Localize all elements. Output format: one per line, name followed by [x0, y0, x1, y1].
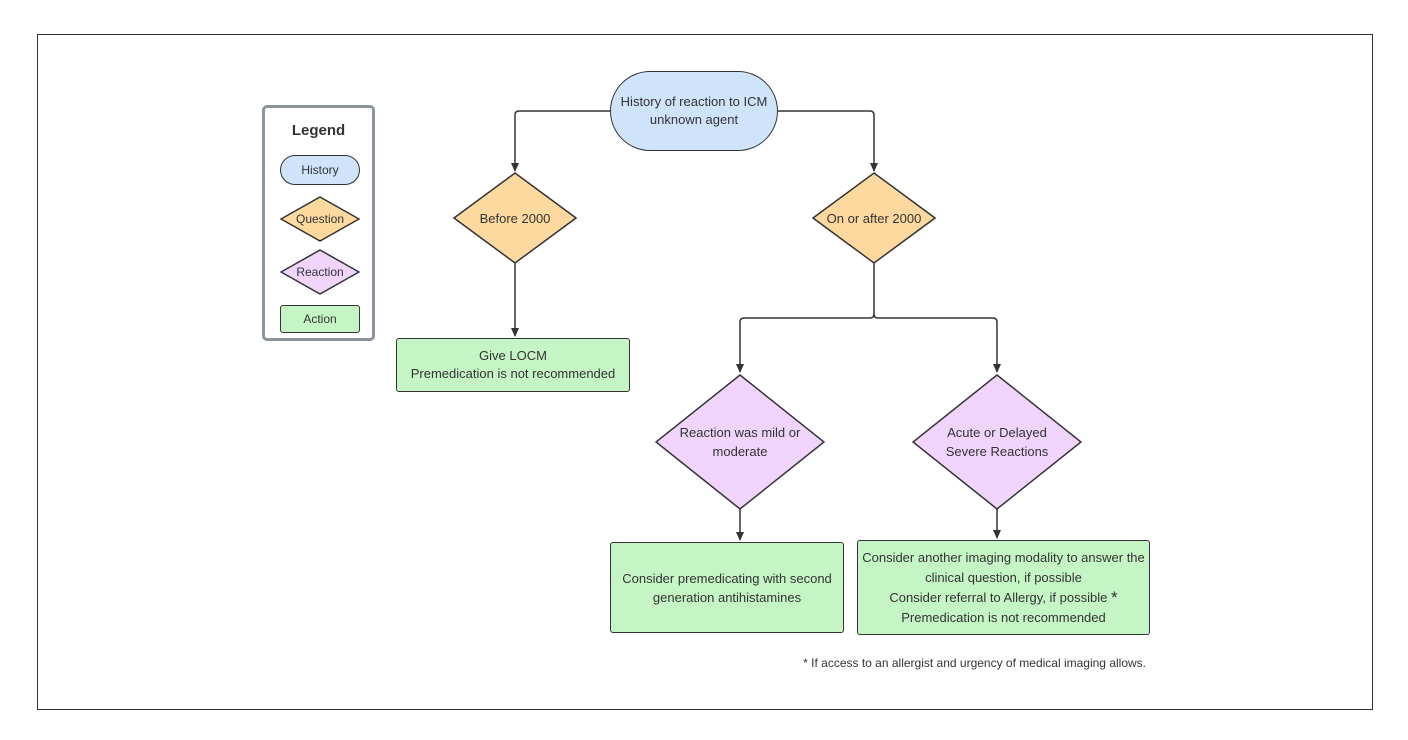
legend-reaction: Reaction — [280, 249, 360, 295]
legend-question: Question — [280, 196, 360, 242]
action-severe-line3: Consider referral to Allergy, if possibl… — [889, 588, 1117, 608]
reaction-mild-moderate: Reaction was mild or moderate — [655, 374, 825, 510]
history-node-label: History of reaction to ICM unknown agent — [620, 94, 768, 127]
history-node: History of reaction to ICM unknown agent — [610, 71, 778, 151]
action-give-locm-line2: Premedication is not recommended — [410, 366, 616, 381]
edge-history-after2000 — [777, 110, 878, 172]
question-before-2000-label: Before 2000 — [479, 210, 551, 226]
reaction-severe-line2: Severe Reactions — [945, 444, 1049, 459]
action-give-locm-line1: Give LOCM — [479, 348, 547, 363]
action-severe: Consider another imaging modality to ans… — [857, 540, 1150, 635]
legend-title: Legend — [291, 122, 346, 139]
legend-action: Action — [280, 305, 360, 333]
action-antihistamines-line1: Consider premedicating with second — [622, 570, 832, 586]
legend-reaction-label: Reaction — [296, 265, 344, 279]
action-antihistamines: Consider premedicating with second gener… — [610, 542, 844, 633]
edge-after2000-severe — [873, 313, 1001, 373]
reaction-severe: Acute or Delayed Severe Reactions — [912, 374, 1082, 510]
reaction-severe-line1: Acute or Delayed — [947, 425, 1047, 440]
action-antihistamines-line2: generation antihistamines — [652, 589, 802, 605]
legend-history: History — [280, 155, 360, 185]
question-before-2000: Before 2000 — [453, 172, 577, 264]
asterisk-mark: * — [1110, 587, 1118, 607]
action-give-locm: Give LOCM Premedication is not recommend… — [396, 338, 630, 392]
reaction-mild-moderate-line2: moderate — [712, 444, 768, 459]
action-severe-line1: Consider another imaging modality to ans… — [862, 549, 1145, 565]
footnote: * If access to an allergist and urgency … — [803, 656, 1146, 670]
edge-history-before2000 — [511, 110, 611, 172]
legend-history-label: History — [301, 163, 339, 177]
action-severe-line4: Premedication is not recommended — [901, 609, 1106, 625]
edge-after2000-split — [736, 262, 875, 373]
reaction-mild-moderate-line1: Reaction was mild or — [679, 425, 801, 440]
question-on-or-after-2000: On or after 2000 — [812, 172, 936, 264]
legend: Legend History Question Reaction Action — [262, 105, 375, 341]
legend-question-label: Question — [295, 212, 345, 226]
diagram-frame — [37, 34, 1373, 710]
legend-action-label: Action — [303, 312, 337, 326]
action-severe-line3-text: Consider referral to Allergy, if possibl… — [889, 589, 1108, 605]
question-on-or-after-2000-label: On or after 2000 — [826, 210, 922, 226]
action-severe-line2: clinical question, if possible — [925, 569, 1082, 585]
